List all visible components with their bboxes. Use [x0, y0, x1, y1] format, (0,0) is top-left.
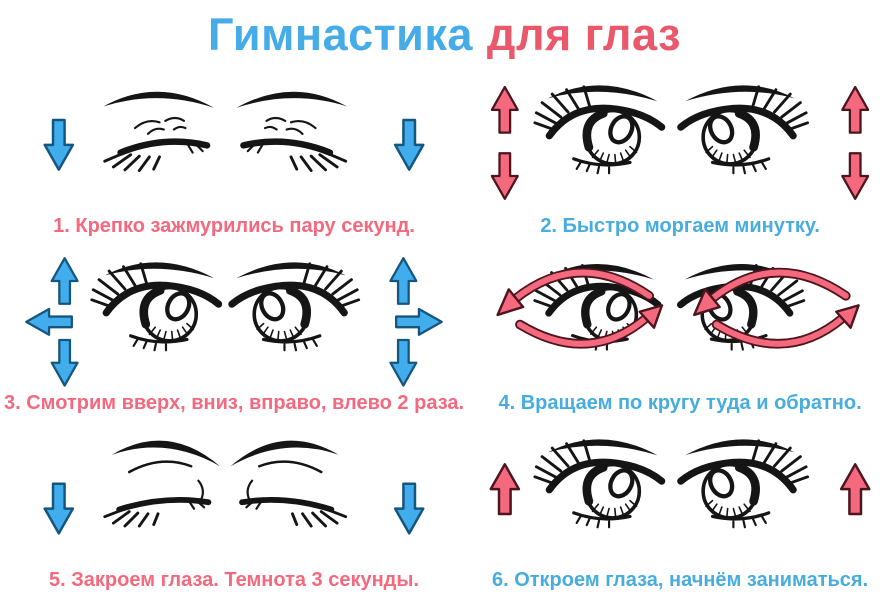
exercise-panel-2: 2. Быстро моргаем минутку.	[464, 64, 889, 241]
exercise-panel-3: 3. Смотрим вверх, вниз, вправо, влево 2 …	[4, 241, 464, 418]
down-arrow-icon	[50, 338, 79, 387]
up-arrow-icon	[389, 257, 418, 305]
exercise-panel-4: 4. Вращаем по кругу туда и обратно.	[464, 241, 889, 418]
down-arrow-icon	[841, 152, 870, 200]
down-arrow-icon	[389, 338, 418, 387]
closed-eye-left	[103, 92, 214, 171]
open-eye-right	[681, 439, 808, 527]
page-title: Гимнастика для глаз	[0, 8, 889, 62]
up-arrow-icon	[839, 463, 871, 516]
closed-eye-left	[105, 441, 220, 526]
open-eye-right	[681, 85, 808, 173]
open-eye-left	[535, 85, 662, 173]
left-arrow-icon	[25, 307, 74, 336]
down-arrow-icon	[393, 482, 425, 535]
up-arrow-icon	[841, 85, 870, 134]
title-part-blue: Гимнастика	[208, 9, 473, 60]
closed-eye-right	[236, 92, 347, 171]
exercise-panel-1: 1. Крепко зажмурились пару секунд.	[4, 64, 464, 241]
down-arrow-icon	[393, 118, 425, 171]
open-eye-right	[232, 262, 359, 350]
up-arrow-icon	[50, 257, 79, 305]
open-eye-left	[535, 439, 662, 527]
closed-relaxed-eyes-illustration	[43, 421, 425, 535]
closed-eye-right	[231, 441, 346, 526]
up-arrow-icon	[490, 85, 519, 134]
down-arrow-icon	[43, 482, 75, 535]
closed-squeezed-eyes-illustration	[43, 67, 425, 213]
exercise-caption-4: 4. Вращаем по кругу туда и обратно.	[498, 392, 862, 414]
exercise-caption-2: 2. Быстро моргаем минутку.	[540, 215, 820, 237]
exercise-panel-5: 5. Закроем глаза. Темнота 3 секунды.	[4, 418, 464, 595]
exercise-caption-3: 3. Смотрим вверх, вниз, вправо, влево 2 …	[4, 392, 465, 414]
exercise-grid: 1. Крепко зажмурились пару секунд. 2. Бы…	[0, 64, 889, 611]
exercise-caption-1: 1. Крепко зажмурились пару секунд.	[53, 215, 415, 237]
right-arrow-icon	[395, 307, 443, 336]
up-arrow-icon	[489, 463, 521, 516]
down-arrow-icon	[43, 118, 75, 171]
open-eyes-look-directions-illustration	[25, 257, 443, 387]
open-eyes-rotation-illustration	[464, 244, 889, 390]
exercise-panel-6: 6. Откроем глаза, начнём заниматься.	[464, 418, 889, 595]
title-part-pink: для глаз	[486, 9, 681, 60]
down-arrow-icon	[490, 152, 519, 200]
open-eyes-blinking-illustration	[490, 67, 870, 200]
open-eyes-start-illustration	[489, 421, 871, 567]
exercise-caption-6: 6. Откроем глаза, начнём заниматься.	[491, 569, 869, 591]
exercise-caption-5: 5. Закроем глаза. Темнота 3 секунды.	[49, 569, 420, 591]
open-eye-left	[92, 262, 219, 350]
